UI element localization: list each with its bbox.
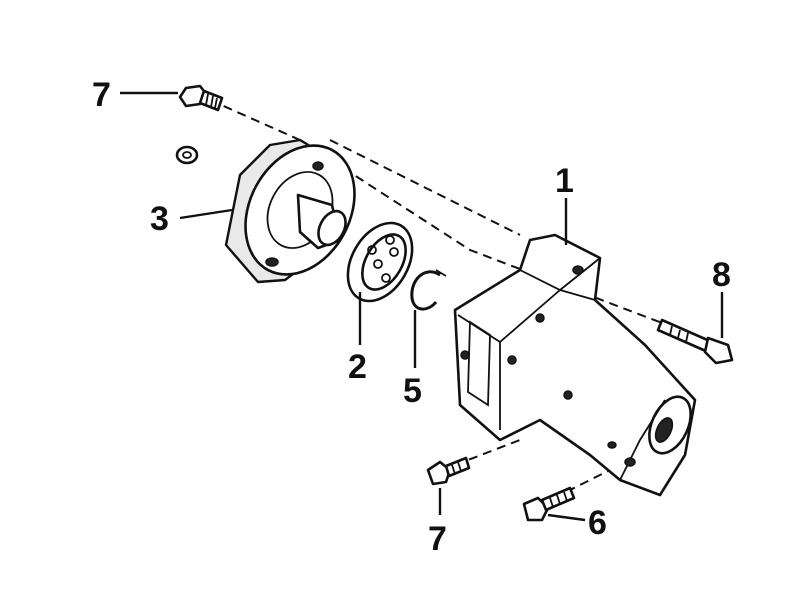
bolt-top	[178, 84, 224, 112]
callout-5: 5	[403, 372, 422, 410]
callout-7-bottom: 7	[428, 520, 447, 558]
bolt-lower	[426, 456, 471, 486]
callout-7-top: 7	[92, 76, 111, 114]
callout-2: 2	[348, 348, 367, 386]
leader-lines	[120, 91, 724, 522]
callout-3: 3	[150, 200, 169, 238]
snap-ring	[410, 269, 447, 311]
gear-housing	[453, 233, 697, 497]
bolt-flange	[522, 486, 576, 522]
callout-6: 6	[588, 504, 607, 542]
flange-drum	[224, 138, 356, 284]
bolt-long	[656, 318, 734, 365]
callout-1: 1	[555, 162, 574, 200]
callout-labels: 7 3 2 5 1 8 7 6	[92, 76, 731, 558]
alignment-lines	[209, 99, 721, 506]
washer-small	[175, 145, 199, 165]
callout-8: 8	[712, 256, 731, 294]
